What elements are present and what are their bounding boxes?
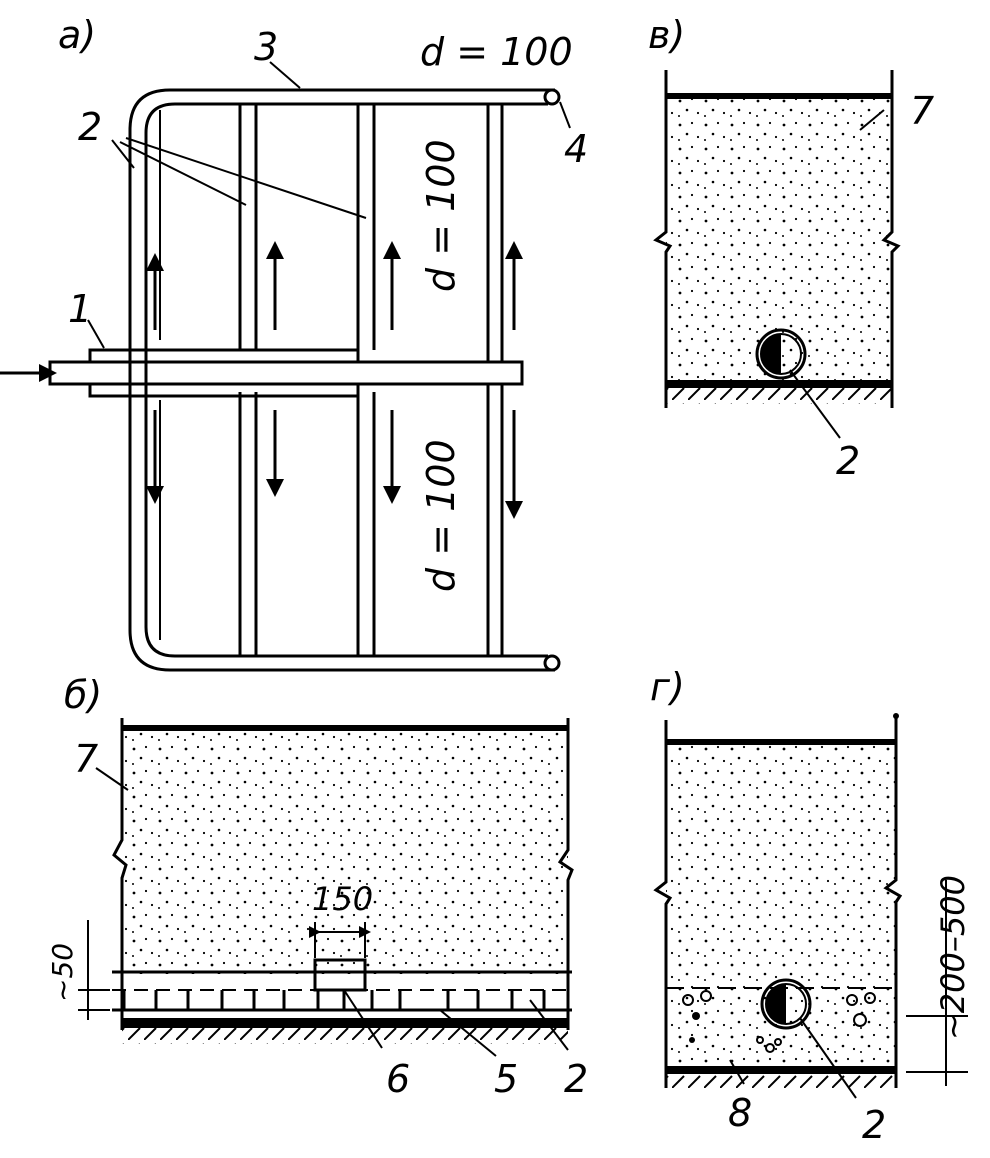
dim-200-500: ~200–500 [934, 875, 972, 1040]
panel-a-plan: а) [0, 13, 588, 672]
callout-7-b: 7 [74, 737, 98, 781]
panel-label-g: г) [650, 665, 685, 709]
callout-1: 1 [68, 287, 92, 331]
callout-4: 4 [564, 127, 588, 171]
panel-label-v: в) [648, 13, 685, 57]
callout-5: 5 [494, 1057, 518, 1101]
panel-label-a: а) [58, 13, 96, 57]
callout-2-v: 2 [836, 439, 860, 483]
gravel-particles [682, 990, 876, 1053]
panel-v-cross-section: в) 7 2 [648, 13, 934, 483]
drain-laterals [159, 104, 504, 656]
panel-g-cross-section: г) ~200–500 8 [650, 665, 972, 1147]
callout-8: 8 [728, 1091, 752, 1135]
pipe-end-top [543, 88, 561, 106]
callout-2: 2 [78, 105, 102, 149]
callout-2-g: 2 [862, 1103, 886, 1147]
drain-pipe-v [755, 328, 807, 380]
flow-arrows [146, 241, 523, 519]
panel-label-b: б) [64, 673, 102, 717]
pipe-coupling [313, 958, 367, 992]
callout-7-v: 7 [910, 89, 934, 133]
dim-d-bot: d = 100 [419, 439, 463, 592]
supply-pipe [0, 348, 524, 398]
pipe-end-bottom [543, 654, 561, 672]
callout-6: 6 [386, 1057, 410, 1101]
drain-pipe-g [760, 978, 812, 1030]
dim-d-mid: d = 100 [419, 139, 463, 292]
dim-150: 150 [312, 880, 373, 918]
callout-2-b: 2 [564, 1057, 588, 1101]
callout-3: 3 [254, 25, 278, 69]
dim-50: ~50 [46, 943, 79, 1002]
drain-pipe-b [112, 958, 572, 1012]
dim-d-top: d = 100 [420, 30, 573, 74]
panel-b-section: б) 150 ~50 7 6 5 2 [46, 673, 588, 1101]
